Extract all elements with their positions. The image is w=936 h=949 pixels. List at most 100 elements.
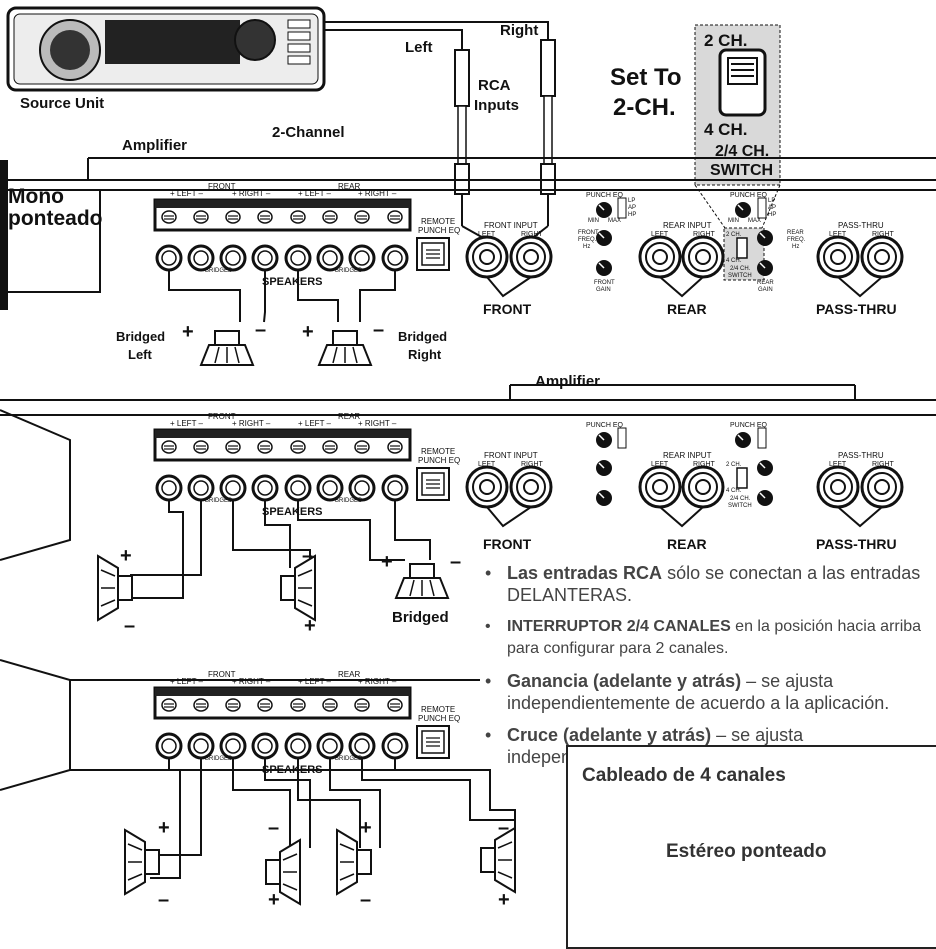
note-item: INTERRUPTOR 2/4 CANALES en la posición h… <box>485 616 927 660</box>
p1-hp-a: HP <box>628 212 637 218</box>
p1-4ch: 4 CH. <box>726 258 742 264</box>
p3-right-pos-2: + RIGHT – <box>358 677 397 686</box>
p1-front-input: FRONT INPUT <box>484 221 538 230</box>
note-item: Las entradas RCA sólo se conectan a las … <box>485 562 927 606</box>
speaker-terminal <box>284 474 312 502</box>
amplifier-label-1: Amplifier <box>122 137 188 154</box>
p1-rear-freq-3: Hz <box>792 244 800 250</box>
mode-label-1: Mono <box>8 185 64 208</box>
polarity-minus-6: – <box>158 889 170 911</box>
p2-switch-1: 2/4 CH. <box>730 496 751 502</box>
p2-right-pos-2: + RIGHT – <box>358 419 397 428</box>
terminal-screw <box>193 210 209 224</box>
terminal-screw <box>290 210 306 224</box>
speaker-terminal <box>187 732 215 760</box>
terminal-screw <box>257 210 273 224</box>
wiring-mode-box: Cableado de 4 canales Estéreo ponteado <box>566 745 936 949</box>
p1-rear-right: RIGHT <box>693 231 715 238</box>
speaker-terminal <box>316 244 344 272</box>
p1-right-pos-2: + RIGHT – <box>358 189 397 198</box>
p1-front-freq-3: Hz <box>583 244 591 250</box>
p3-bridged-b: BRIDGED <box>335 756 363 762</box>
terminal-screw <box>290 440 306 454</box>
speaker-terminal <box>381 244 409 272</box>
bridged-right-1: Bridged <box>398 329 448 344</box>
polarity-plus-8: + <box>360 817 372 839</box>
polarity-minus-1: – <box>255 319 267 341</box>
amplifier-panel-3 <box>0 659 516 905</box>
polarity-plus-5: + <box>381 551 393 573</box>
p2-pass-thru-top: PASS-THRU <box>838 451 884 460</box>
p1-2ch: 2 CH. <box>726 232 742 238</box>
p1-front-freq-2: FREQ. <box>578 237 597 243</box>
terminal-screw <box>193 440 209 454</box>
callout-2ch: 2 CH. <box>704 31 748 50</box>
polarity-minus-2: – <box>373 319 385 341</box>
polarity-minus-9: – <box>498 817 510 839</box>
p1-remote-2: PUNCH EQ <box>418 226 461 235</box>
terminal-screw <box>354 440 370 454</box>
p1-group-front: FRONT <box>483 301 532 317</box>
p1-hp-b: HP <box>768 212 777 218</box>
p1-front-gain-1: FRONT <box>594 280 615 286</box>
p1-group-rear: REAR <box>667 301 707 317</box>
p2-switch-2: SWITCH <box>728 503 752 509</box>
p1-front-gain-2: GAIN <box>596 287 611 293</box>
p1-pass-thru-top: PASS-THRU <box>838 221 884 230</box>
p1-front-freq-1: FRONT <box>578 230 599 236</box>
speaker-terminal <box>348 474 376 502</box>
p1-switch-1: 2/4 CH. <box>730 266 751 272</box>
p1-rear-input: REAR INPUT <box>663 221 712 230</box>
p2-remote-1: REMOTE <box>421 447 456 456</box>
p2-speakers: SPEAKERS <box>262 506 323 518</box>
p2-pass-right: RIGHT <box>872 461 894 468</box>
box-subtitle: Estéreo ponteado <box>666 841 827 862</box>
amplifier-label-2: Amplifier <box>535 373 601 390</box>
rca-cable-right <box>324 21 556 241</box>
p1-rear-left: LEFT <box>651 231 669 238</box>
speaker-terminal <box>251 732 279 760</box>
p2-punch-eq-b: PUNCH EQ <box>730 422 767 429</box>
terminal-screw <box>257 698 273 712</box>
p1-rear-top: REAR <box>338 182 361 191</box>
p1-left-pos-1: + LEFT – <box>170 189 203 198</box>
p3-remote-2: PUNCH EQ <box>418 714 461 723</box>
p2-front-input: FRONT INPUT <box>484 451 538 460</box>
p1-max-a: MAX <box>608 218 622 224</box>
p1-min-a: MIN <box>588 218 599 224</box>
rca-inputs-label-2: Inputs <box>474 97 519 114</box>
speaker-terminal <box>155 244 183 272</box>
p3-rear-top: REAR <box>338 670 361 679</box>
p1-rear-freq-1: REAR <box>787 230 804 236</box>
p2-front-top: FRONT <box>208 412 236 421</box>
p2-front-right: RIGHT <box>521 461 543 468</box>
p2-left-pos-2: + LEFT – <box>298 419 331 428</box>
wiring-diagram <box>0 6 936 905</box>
speaker-terminal <box>187 474 215 502</box>
p1-bridged-b: BRIDGED <box>335 268 363 274</box>
p1-group-pass-thru: PASS-THRU <box>816 301 897 317</box>
p3-speakers: SPEAKERS <box>262 764 323 776</box>
speaker-terminal <box>155 732 183 760</box>
p1-switch-2: SWITCH <box>728 273 752 279</box>
speaker-terminal <box>155 474 183 502</box>
terminal-screw <box>161 210 177 224</box>
p1-ap-b: AP <box>768 205 777 211</box>
speaker-terminal <box>381 474 409 502</box>
terminal-screw <box>322 210 338 224</box>
p2-pass-left: LEFT <box>829 461 847 468</box>
p2-left-pos-1: + LEFT – <box>170 419 203 428</box>
polarity-plus-9: + <box>498 889 510 911</box>
p1-front-right: RIGHT <box>521 231 543 238</box>
speaker-terminal <box>348 244 376 272</box>
p1-punch-eq-a: PUNCH EQ <box>586 192 623 199</box>
p1-max-b: MAX <box>748 218 762 224</box>
speaker-terminal <box>348 732 376 760</box>
speaker-terminal <box>381 732 409 760</box>
p1-speakers: SPEAKERS <box>262 276 323 288</box>
bridged-left-2: Left <box>128 347 152 362</box>
speaker-terminal <box>251 474 279 502</box>
speaker-terminal <box>251 244 279 272</box>
p2-right-pos-1: + RIGHT – <box>232 419 271 428</box>
terminal-screw <box>354 698 370 712</box>
